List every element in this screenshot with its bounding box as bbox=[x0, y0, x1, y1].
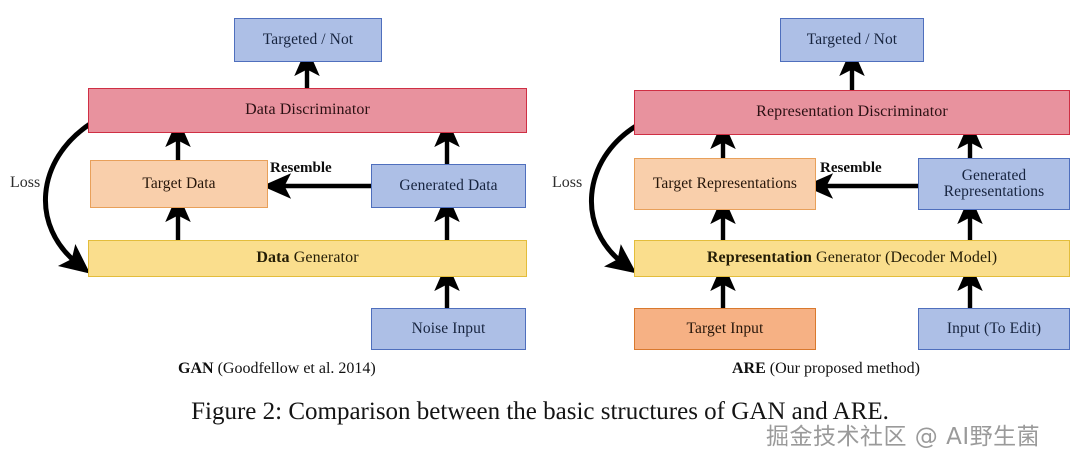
node-label: Representation Generator (Decoder Model) bbox=[706, 249, 998, 267]
edge-label-resemble: Resemble bbox=[270, 160, 332, 176]
node-label: Targeted / Not bbox=[806, 30, 898, 48]
node-noise-input[interactable]: Noise Input bbox=[371, 308, 526, 350]
node-representation-discriminator[interactable]: Representation Discriminator bbox=[634, 90, 1070, 135]
node-input-to-edit[interactable]: Input (To Edit) bbox=[918, 308, 1070, 350]
edge-label-loss: Loss bbox=[10, 174, 41, 191]
panel-caption-name: GAN bbox=[178, 360, 214, 377]
arrow-loss-curve bbox=[43, 121, 92, 274]
node-label: Data Discriminator bbox=[245, 101, 370, 119]
edge-label-resemble: Resemble bbox=[820, 160, 882, 176]
node-label-emphasis: Data bbox=[256, 249, 290, 267]
node-label: Generated Representations bbox=[943, 166, 1045, 200]
node-generated-data[interactable]: Generated Data bbox=[371, 164, 526, 208]
node-label: Generated Data bbox=[399, 176, 498, 194]
panel-caption-are: ARE (Our proposed method) bbox=[732, 360, 920, 378]
panel-are: Targeted / Not Representation Discrimina… bbox=[540, 0, 1080, 390]
figure-caption: Figure 2: Comparison between the basic s… bbox=[191, 398, 889, 425]
node-target-representations[interactable]: Target Representations bbox=[634, 158, 816, 210]
panel-caption-rest: (Goodfellow et al. 2014) bbox=[213, 360, 376, 377]
panel-caption-rest: (Our proposed method) bbox=[765, 360, 920, 377]
node-target-data[interactable]: Target Data bbox=[90, 160, 268, 208]
node-label: Input (To Edit) bbox=[946, 319, 1042, 337]
node-label: Targeted / Not bbox=[262, 30, 354, 48]
arrow-loss-curve bbox=[589, 123, 638, 274]
node-data-generator[interactable]: Data Generator bbox=[88, 240, 527, 277]
node-label-rest: Generator bbox=[289, 249, 359, 267]
node-label-rest: Generator (Decoder Model) bbox=[811, 249, 998, 267]
node-label-emphasis: Representation bbox=[706, 249, 812, 267]
node-target-input[interactable]: Target Input bbox=[634, 308, 816, 350]
node-generated-representations[interactable]: Generated Representations bbox=[918, 158, 1070, 210]
node-label: Target Data bbox=[142, 174, 216, 192]
node-targeted-or-not[interactable]: Targeted / Not bbox=[234, 18, 382, 62]
panel-caption-name: ARE bbox=[732, 360, 766, 377]
edge-label-loss: Loss bbox=[552, 174, 583, 191]
node-label: Representation Discriminator bbox=[756, 103, 948, 121]
node-label: Data Generator bbox=[256, 249, 359, 267]
node-data-discriminator[interactable]: Data Discriminator bbox=[88, 88, 527, 133]
panel-gan: Targeted / Not Data Discriminator Target… bbox=[0, 0, 540, 390]
node-label: Target Representations bbox=[652, 174, 798, 192]
node-targeted-or-not[interactable]: Targeted / Not bbox=[780, 18, 924, 62]
node-label: Noise Input bbox=[411, 319, 486, 337]
node-label: Target Input bbox=[686, 319, 764, 337]
panel-caption-gan: GAN (Goodfellow et al. 2014) bbox=[178, 360, 376, 378]
watermark: 掘金技术社区 @ AI野生菌 bbox=[766, 424, 1041, 450]
node-representation-generator[interactable]: Representation Generator (Decoder Model) bbox=[634, 240, 1070, 277]
